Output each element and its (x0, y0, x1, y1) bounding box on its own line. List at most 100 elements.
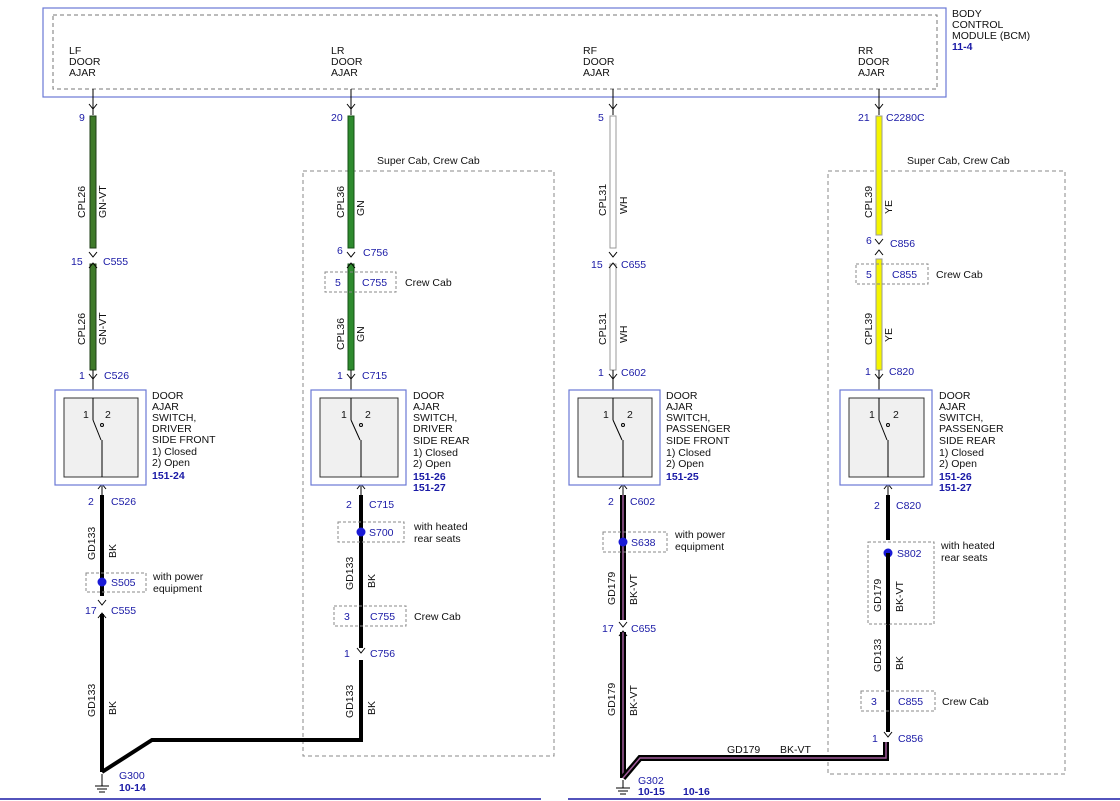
rf-wire2-circuit: CPL31 (597, 313, 609, 345)
lr-sw-l1: DOOR (413, 390, 445, 402)
rr-wire2-circuit: CPL39 (863, 313, 875, 345)
lf-c526-pin2: 2 (88, 496, 94, 508)
g302-ground-icon (616, 780, 630, 795)
lr-wire-gn-1[interactable] (347, 115, 355, 249)
g300-ref[interactable]: 10-14 (119, 782, 146, 794)
lr-wire2-circuit: CPL36 (335, 318, 347, 350)
rr-splice-note1: with heated (940, 540, 995, 552)
lr-wire1-color: GN (355, 200, 367, 216)
rf-splice-note2: equipment (675, 541, 724, 553)
rf-sw-l2: AJAR (666, 401, 693, 413)
rf-switch-symbol (612, 398, 625, 477)
g302-ref2[interactable]: 10-16 (683, 786, 710, 798)
rr-wire-ye-1[interactable] (875, 115, 883, 236)
rr-sw-l7: 2) Open (939, 458, 977, 470)
g302-ref1[interactable]: 10-15 (638, 786, 665, 798)
rr-wire1-color: YE (883, 200, 895, 214)
lr-to-g300-wire[interactable] (100, 660, 363, 774)
lf-sw-l7: 2) Open (152, 457, 190, 469)
lr-sw-l4: DRIVER (413, 423, 453, 435)
rf-wire-bkvt[interactable] (620, 495, 889, 780)
bcm-module-box[interactable] (42, 7, 947, 98)
lf-connector-c526b (97, 483, 107, 495)
lr-sw-pin2: 2 (365, 409, 371, 421)
lr-c755-box (324, 271, 397, 293)
lf-splice-dot[interactable] (97, 577, 107, 587)
rf-wire-wh-1[interactable] (609, 115, 617, 249)
lf-wire-gnvt-1[interactable] (89, 115, 97, 249)
rr-wire-ye-2[interactable] (875, 258, 883, 371)
input-lf-2: DOOR (69, 56, 101, 68)
rr-c820: C820 (889, 366, 914, 378)
lr-splice-box (337, 521, 405, 543)
input-rr-1: RR (858, 45, 874, 57)
rf-wire-wh-2[interactable] (609, 263, 617, 371)
rr-wire4-color: BK (894, 656, 906, 670)
rf-sw-pin2: 2 (627, 409, 633, 421)
lf-sw-ref[interactable]: 151-24 (152, 470, 185, 482)
rr-wire3-circuit: GD179 (872, 579, 884, 612)
rr-sw-l6: 1) Closed (939, 447, 984, 459)
lf-sw-l1: DOOR (152, 390, 184, 402)
lf-connector-c555 (88, 251, 98, 269)
lr-c755-note: Crew Cab (405, 277, 452, 289)
rr-sw-ref1[interactable]: 151-26 (939, 471, 972, 483)
lr-wire-gn-2[interactable] (347, 263, 355, 371)
bcm-ref[interactable]: 11-4 (952, 41, 973, 53)
lr-c755: C755 (362, 277, 387, 289)
rf-wire3-circuit: GD179 (606, 572, 618, 605)
lf-c555-pin: 15 (71, 256, 83, 268)
lf-wire-gnvt-2[interactable] (89, 263, 97, 371)
rr-c855-box (855, 263, 929, 285)
input-rr-2: DOOR (858, 56, 890, 68)
bcm-title-3: MODULE (BCM) (952, 30, 1030, 42)
lf-switch-symbol (92, 398, 104, 477)
bcm-pin-stubs (88, 89, 884, 115)
rr-wire2-color: YE (883, 328, 895, 342)
bcm-title-2: CONTROL (952, 19, 1003, 31)
rr-sw-l3: SWITCH, (939, 412, 983, 424)
rf-connector-c602b (618, 483, 628, 495)
lr-sw-l7: 2) Open (413, 458, 451, 470)
g300-ground-icon (95, 774, 109, 793)
lr-splice-dot[interactable] (356, 527, 366, 537)
rr-bottom-color: BK-VT (780, 744, 812, 756)
rf-connector-c655 (608, 251, 618, 269)
lr-sw-l6: 1) Closed (413, 447, 458, 459)
lr-sw-ref2[interactable]: 151-27 (413, 482, 446, 494)
lf-c526-pin1: 1 (79, 370, 85, 382)
rf-sw-ref[interactable]: 151-25 (666, 471, 699, 483)
lr-connector-c715b (356, 483, 366, 495)
rr-c855-pin: 5 (866, 269, 872, 281)
rr-sw-ref2[interactable]: 151-27 (939, 482, 972, 494)
rf-splice-box (602, 531, 668, 553)
rf-c655b-pin: 17 (602, 623, 614, 635)
lr-c755b-box (333, 605, 407, 627)
rf-c602b: C602 (630, 496, 655, 508)
rf-wire4-color: BK-VT (628, 684, 640, 716)
lr-wire4-color: BK (366, 701, 378, 715)
rf-splice-dot[interactable] (618, 537, 628, 547)
rr-c-top: C2280C (886, 112, 925, 124)
lr-option-box (302, 170, 555, 757)
lf-c526b: C526 (111, 496, 136, 508)
lr-wire3-circuit: GD133 (344, 557, 356, 590)
lr-sw-ref1[interactable]: 151-26 (413, 471, 446, 483)
lr-c756b-pin: 1 (344, 648, 350, 660)
lf-sw-l2: AJAR (152, 401, 179, 413)
rr-bottom-circuit: GD179 (727, 744, 760, 756)
lf-wire4-circuit: GD133 (86, 684, 98, 717)
lf-sw-pin2: 2 (105, 409, 111, 421)
input-rf-1: RF (583, 45, 597, 57)
rr-c855: C855 (892, 269, 917, 281)
g300-label: G300 (119, 770, 145, 782)
rr-c856: C856 (890, 238, 915, 250)
rr-c856b-pin: 1 (872, 733, 878, 745)
input-lf-3: AJAR (69, 67, 96, 79)
input-lr-1: LR (331, 45, 345, 57)
rf-c602-pin2: 2 (608, 496, 614, 508)
lr-c755-pin: 5 (335, 277, 341, 289)
input-rf-3: AJAR (583, 67, 610, 79)
lf-pin-top: 9 (79, 112, 85, 124)
